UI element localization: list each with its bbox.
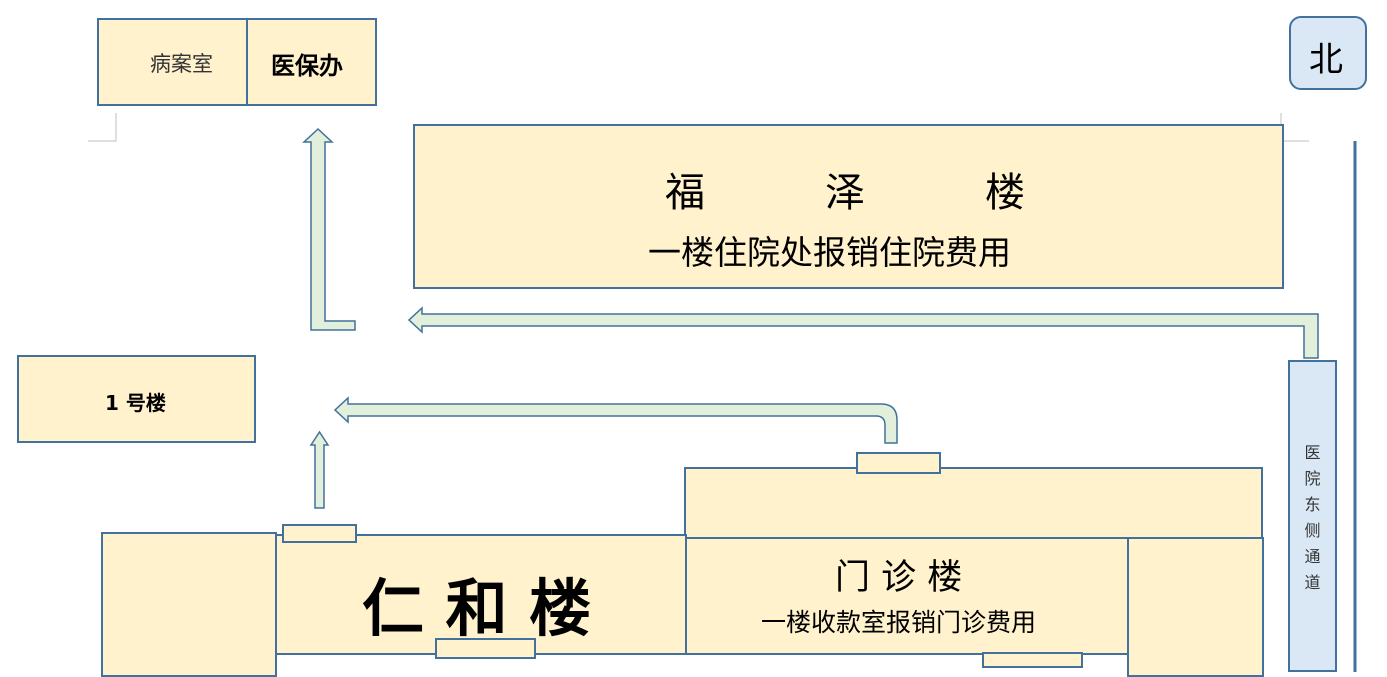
renhe-north-door bbox=[282, 524, 357, 543]
outpatient-upper-block bbox=[684, 467, 1263, 539]
fuze-building: 福 泽 楼 一楼住院处报销住院费用 bbox=[413, 124, 1284, 289]
fuze-title: 福 泽 楼 bbox=[665, 170, 1025, 216]
east-passage-char: 侧 bbox=[1304, 521, 1321, 540]
east-passage-char: 东 bbox=[1304, 495, 1321, 514]
insurance-office-label: 医保办 bbox=[271, 52, 343, 80]
records-room-box: 病案室 bbox=[97, 18, 248, 106]
outpatient-south-door bbox=[982, 652, 1083, 668]
east-passage-char: 道 bbox=[1304, 573, 1321, 592]
east-passage-char: 院 bbox=[1304, 469, 1321, 488]
outpatient-building: 门 诊 楼 一楼收款室报销门诊费用 bbox=[685, 537, 1129, 655]
outpatient-subtitle: 一楼收款室报销门诊费用 bbox=[761, 608, 1037, 637]
arrow-to-insurance-office bbox=[302, 127, 356, 331]
arrow-outpatient-to-west bbox=[333, 396, 898, 444]
east-passage-char: 通 bbox=[1304, 547, 1321, 566]
renhe-south-door bbox=[435, 638, 536, 659]
outpatient-east-wing bbox=[1127, 537, 1264, 677]
outpatient-north-door bbox=[856, 452, 941, 474]
renhe-west-wing bbox=[101, 532, 277, 677]
building-1: 1 号楼 bbox=[17, 355, 256, 443]
east-passage-char: 医 bbox=[1304, 443, 1321, 462]
arrow-east-passage-to-west bbox=[407, 306, 1319, 359]
records-room-label: 病案室 bbox=[150, 52, 213, 76]
north-label: 北 bbox=[1309, 40, 1343, 80]
corner-mark-right bbox=[1280, 113, 1309, 142]
outpatient-title: 门 诊 楼 bbox=[835, 558, 963, 598]
building-1-label: 1 号楼 bbox=[105, 391, 166, 415]
renhe-title: 仁 和 楼 bbox=[362, 572, 592, 645]
fuze-subtitle: 一楼住院处报销住院费用 bbox=[648, 233, 1011, 272]
corner-mark-left bbox=[88, 113, 117, 142]
renhe-building: 仁 和 楼 bbox=[275, 534, 687, 655]
east-passage: 医 院 东 侧 通 道 bbox=[1288, 360, 1337, 672]
insurance-office-box: 医保办 bbox=[246, 18, 377, 106]
arrow-renhe-up bbox=[309, 430, 330, 509]
north-indicator: 北 bbox=[1289, 16, 1367, 90]
east-passage-label: 医 院 东 侧 通 道 bbox=[1290, 440, 1335, 596]
